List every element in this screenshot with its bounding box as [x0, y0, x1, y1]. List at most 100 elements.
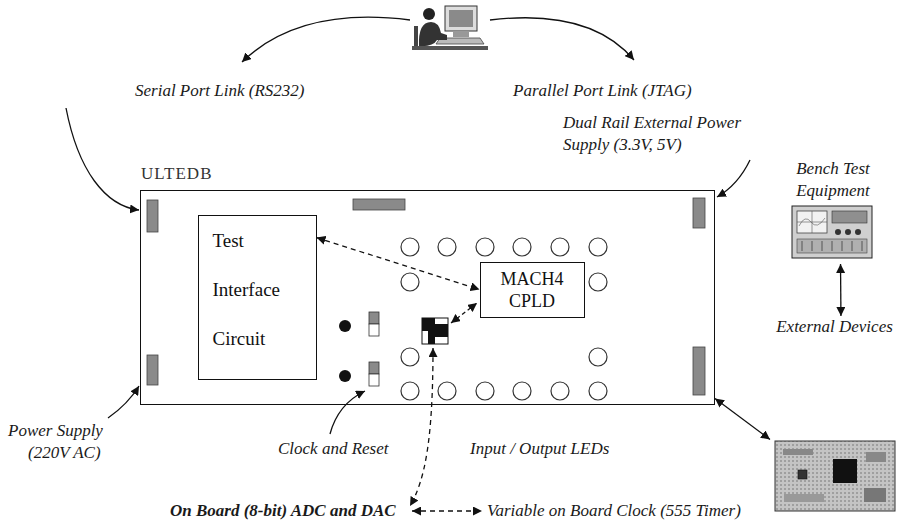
switch-top [369, 362, 379, 374]
led [401, 382, 419, 400]
desk [412, 46, 488, 50]
connector-block [693, 347, 705, 395]
control-label-holder: Clock and Reset [278, 438, 388, 460]
supply-label-holder: Dual Rail External Power Supply (3.3V, 5… [563, 112, 748, 156]
switch-bottom [369, 374, 379, 386]
led-label-holder: Input / Output LEDs [470, 438, 609, 460]
control-label: Clock and Reset [278, 438, 388, 460]
parallel-link-arrow [490, 18, 634, 60]
device-part [784, 494, 824, 502]
power-rail-arrow [717, 160, 750, 197]
led [551, 382, 569, 400]
box-label: Test Interface Circuit [213, 216, 281, 363]
computer-icon [412, 6, 488, 50]
monitor [445, 6, 477, 31]
picture-heading: External Devices [770, 316, 899, 338]
panel-strip [797, 239, 867, 253]
adc-label: On Board (8-bit) ADC and DAC [170, 500, 396, 522]
panel-ticks [802, 241, 862, 251]
serial-to-board-arrow [66, 108, 139, 210]
led [401, 238, 419, 256]
chip-square [422, 318, 435, 331]
connector-block [353, 199, 405, 210]
led [551, 238, 569, 256]
equipment-picture: Bench Test Equipment [786, 158, 880, 264]
led [401, 348, 419, 366]
connector-block [693, 198, 705, 228]
led [438, 382, 456, 400]
person-body [419, 22, 447, 46]
adc-label-holder: On Board (8-bit) ADC and DAC [170, 500, 396, 522]
led [476, 238, 494, 256]
led [589, 273, 607, 291]
picture-heading: Bench Test Equipment [786, 158, 880, 202]
scope-trace [797, 211, 827, 233]
led [401, 273, 419, 291]
adc-leader-arrow [410, 348, 433, 506]
bench-equipment-image [792, 206, 872, 258]
chip-box: MACH4 CPLD [480, 262, 585, 318]
led [513, 382, 531, 400]
knob [835, 229, 841, 235]
chip-outline [422, 318, 448, 344]
box-label: MACH4 CPLD [500, 268, 563, 312]
device-picture: External Devices [770, 316, 899, 512]
panel-display [832, 211, 867, 223]
chip-square [435, 324, 448, 337]
led [589, 382, 607, 400]
device-board [775, 441, 895, 511]
device-chip [833, 459, 857, 483]
led [438, 238, 456, 256]
clock-link-arrow [412, 510, 482, 511]
switch-bottom [369, 324, 379, 336]
monitor-screen [449, 10, 473, 27]
led-label: Input / Output LEDs [470, 438, 609, 460]
link-label-holder: Serial Port Link (RS232) [135, 80, 305, 102]
clock-label-holder: Variable on Board Clock (555 Timer) [487, 500, 741, 522]
led-group [401, 238, 607, 400]
supply-label: Dual Rail External Power Supply (3.3V, 5… [563, 112, 748, 156]
connector-block [147, 200, 158, 232]
supply-label-holder: Power Supply (220V AC) [8, 420, 103, 464]
led [589, 238, 607, 256]
monitor-base [453, 31, 469, 37]
mains-arrow [108, 386, 139, 418]
circuit-board: ULTEDBTest Interface CircuitMACH4 CPLD [140, 190, 715, 405]
scope-screen [797, 211, 827, 233]
knob [845, 229, 851, 235]
push-button [339, 320, 351, 332]
adc-dac-icon [422, 318, 448, 344]
led [513, 238, 531, 256]
led [589, 348, 607, 366]
adc-cpld-arrow [451, 303, 477, 323]
clock-reset-arrow [330, 391, 365, 434]
link-label-holder: Parallel Port Link (JTAG) [513, 80, 692, 102]
chip-square [428, 331, 435, 344]
led [476, 382, 494, 400]
device-part [866, 452, 886, 462]
chair-back [414, 26, 418, 48]
serial-link-arrow [242, 17, 410, 62]
switch-top [369, 312, 379, 324]
person-head [423, 8, 435, 20]
equipment-case [792, 206, 872, 258]
connector-arrow [840, 264, 842, 316]
link-label: Parallel Port Link (JTAG) [513, 80, 692, 102]
board-title: ULTEDB [141, 164, 213, 184]
process-box: Test Interface Circuit [198, 215, 317, 380]
connector-block [147, 355, 158, 385]
knob [855, 229, 861, 235]
push-button [339, 370, 351, 382]
device-part [864, 488, 886, 502]
device-part [798, 470, 807, 479]
device-part [783, 449, 813, 455]
clock-label: Variable on Board Clock (555 Timer) [487, 500, 741, 522]
external-device-image [775, 441, 895, 511]
connector-arrow [715, 399, 770, 440]
link-label: Serial Port Link (RS232) [135, 80, 305, 102]
supply-label: Power Supply (220V AC) [8, 420, 103, 464]
